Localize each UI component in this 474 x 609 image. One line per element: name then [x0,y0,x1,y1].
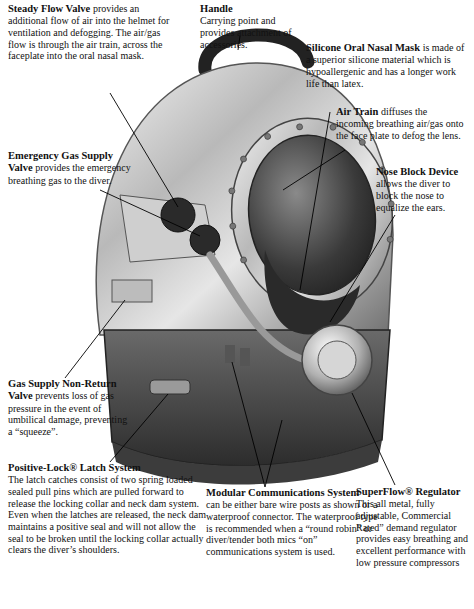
part-description: allows the diver to block the nose to eq… [376,178,450,212]
part-name: Nose Block Device [376,166,467,178]
callout: SuperFlow® RegulatorThis all metal, full… [356,486,470,568]
part-name: Modular Communications System [206,487,381,499]
part-description: The latch catches consist of two spring … [8,474,206,555]
callout: Emergency Gas Supply Valveprovides the e… [8,150,146,186]
bent-tube [210,255,305,360]
part-name: Silicone Oral Nasal Mask [306,42,420,53]
callout: Air Traindiffuses the incoming breathing… [336,106,464,142]
part-name: Positive-Lock® Latch System [8,462,203,474]
oral-nasal-mask [264,250,360,334]
regulator [302,325,372,395]
part-name: SuperFlow® Regulator [356,486,467,498]
callout: Gas Supply Non-Return Valveprevents loss… [8,378,130,438]
part-name: Air Train [336,106,378,117]
callout: HandleCarrying point and provides attach… [200,3,308,50]
non-return-valve [112,280,152,302]
regulator-cap [318,341,356,379]
part-name: Steady Flow Valve [8,3,90,14]
callout: Modular Communications Systemcan be eith… [206,487,384,558]
neck-collar [104,330,390,466]
latch [150,380,190,394]
comms-post [225,345,235,363]
callout: Nose Block Deviceallows the diver to blo… [376,166,470,213]
part-description: Carrying point and provides attachment o… [200,15,292,49]
callout: Silicone Oral Nasal Maskis made of a sup… [306,42,470,89]
comms-post [240,348,250,366]
part-name: Handle [200,3,305,15]
emergency-valve-knob [190,225,220,255]
part-description: can be either bare wire posts as shown o… [206,499,378,557]
callout: Positive-Lock® Latch SystemThe latch cat… [8,462,206,556]
faceplate-lens [238,127,385,303]
steady-flow-knob [161,198,195,232]
callout: Steady Flow Valveprovides an additional … [8,3,176,62]
